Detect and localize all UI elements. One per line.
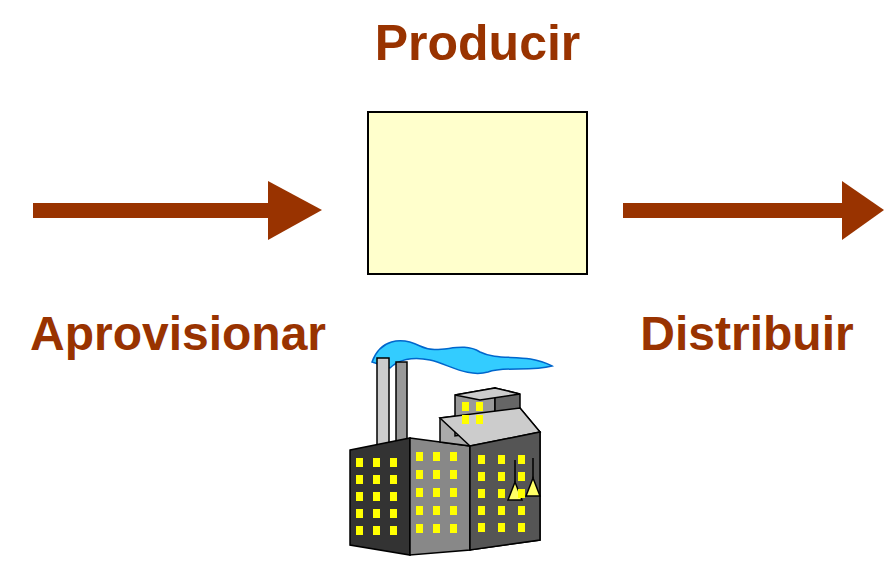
window	[478, 523, 485, 532]
window	[373, 492, 380, 501]
window	[518, 489, 525, 498]
flow-label: Aprovisionar	[30, 310, 326, 358]
window	[433, 506, 440, 515]
flow-label: Distribuir	[640, 310, 853, 358]
window	[433, 524, 440, 533]
window	[450, 488, 457, 497]
window	[450, 524, 457, 533]
box-heading: Producir	[375, 18, 581, 68]
window	[518, 455, 525, 464]
window	[450, 470, 457, 479]
window	[478, 455, 485, 464]
window	[518, 472, 525, 481]
flow-arrow	[33, 181, 322, 240]
window	[478, 472, 485, 481]
window	[373, 458, 380, 467]
window	[498, 489, 505, 498]
window	[390, 509, 397, 518]
window	[476, 402, 483, 411]
window	[416, 506, 423, 515]
process-box: Producir	[367, 111, 588, 275]
factory-icon	[350, 341, 552, 555]
window	[498, 523, 505, 532]
window	[416, 452, 423, 461]
window	[390, 492, 397, 501]
window	[416, 524, 423, 533]
window	[373, 475, 380, 484]
window	[450, 452, 457, 461]
window	[390, 526, 397, 535]
window	[518, 506, 525, 515]
window	[498, 472, 505, 481]
window	[518, 523, 525, 532]
window	[356, 458, 363, 467]
window	[356, 526, 363, 535]
window	[498, 506, 505, 515]
window	[478, 506, 485, 515]
window	[373, 526, 380, 535]
window	[450, 506, 457, 515]
window	[498, 455, 505, 464]
window	[433, 488, 440, 497]
window	[390, 458, 397, 467]
window	[356, 475, 363, 484]
window	[478, 489, 485, 498]
window	[416, 488, 423, 497]
window	[433, 470, 440, 479]
window	[390, 475, 397, 484]
window	[462, 402, 469, 411]
flow-arrow	[623, 181, 884, 240]
window	[416, 470, 423, 479]
window	[356, 509, 363, 518]
window	[356, 492, 363, 501]
window	[476, 415, 483, 424]
window	[433, 452, 440, 461]
window	[373, 509, 380, 518]
window	[462, 415, 469, 424]
